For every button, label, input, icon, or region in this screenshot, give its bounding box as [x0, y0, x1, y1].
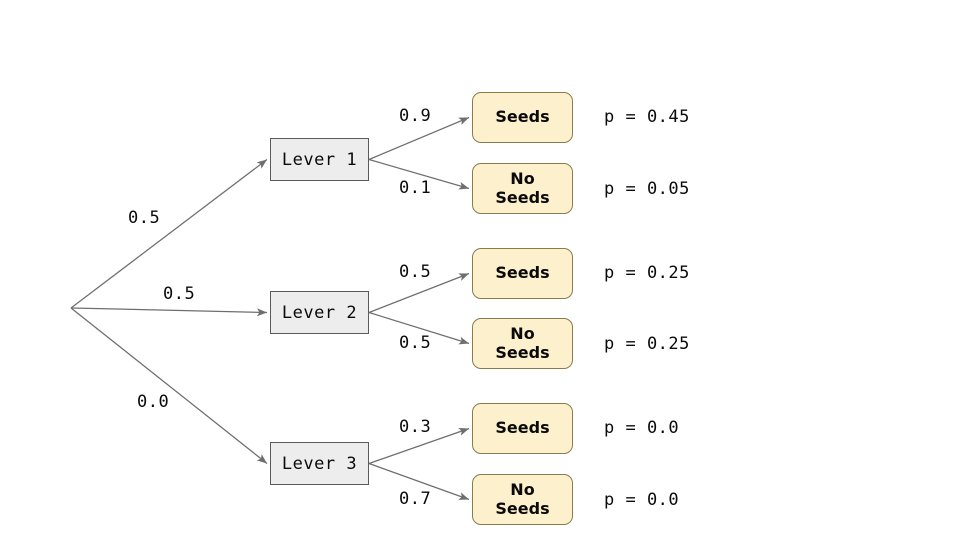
leaf-node-label: Seeds — [495, 107, 550, 127]
leaf-node-label: Seeds — [495, 263, 550, 283]
edge-root-to-lever-3 — [70, 307, 268, 464]
final-probability-lever-2-seeds: p = 0.25 — [604, 263, 690, 283]
final-probability-lever-2-no-seeds: p = 0.25 — [604, 334, 690, 354]
final-probability-lever-1-seeds: p = 0.45 — [604, 107, 690, 127]
branch-probability-lever-3-no-seeds: 0.7 — [399, 489, 432, 509]
leaf-node-label: Seeds — [495, 418, 550, 438]
final-probability-lever-3-seeds: p = 0.0 — [604, 418, 680, 438]
leaf-node-lever-2-seeds[interactable]: Seeds — [472, 248, 573, 299]
lever-node-lever-1[interactable]: Lever 1 — [270, 138, 369, 181]
lever-node-lever-2[interactable]: Lever 2 — [270, 291, 369, 334]
lever-node-label: Lever 2 — [281, 302, 358, 323]
lever-node-label: Lever 1 — [281, 149, 358, 170]
branch-probability-lever-1-no-seeds: 0.1 — [399, 178, 432, 198]
final-probability-lever-3-no-seeds: p = 0.0 — [604, 490, 680, 510]
root-branch-probability-lever-1: 0.5 — [128, 208, 161, 228]
root-branch-probability-lever-2: 0.5 — [163, 284, 196, 304]
branch-probability-lever-2-no-seeds: 0.5 — [399, 333, 432, 353]
leaf-node-lever-1-seeds[interactable]: Seeds — [472, 92, 573, 143]
lever-node-lever-3[interactable]: Lever 3 — [270, 442, 369, 485]
edge-root-to-lever-2 — [70, 307, 268, 317]
root-branch-probability-lever-3: 0.0 — [137, 392, 170, 412]
lever-node-label: Lever 3 — [281, 453, 358, 474]
leaf-node-lever-3-seeds[interactable]: Seeds — [472, 403, 573, 454]
branch-probability-lever-2-seeds: 0.5 — [399, 262, 432, 282]
branch-probability-lever-3-seeds: 0.3 — [399, 417, 432, 437]
final-probability-lever-1-no-seeds: p = 0.05 — [604, 179, 690, 199]
branch-probability-lever-1-seeds: 0.9 — [399, 106, 432, 126]
